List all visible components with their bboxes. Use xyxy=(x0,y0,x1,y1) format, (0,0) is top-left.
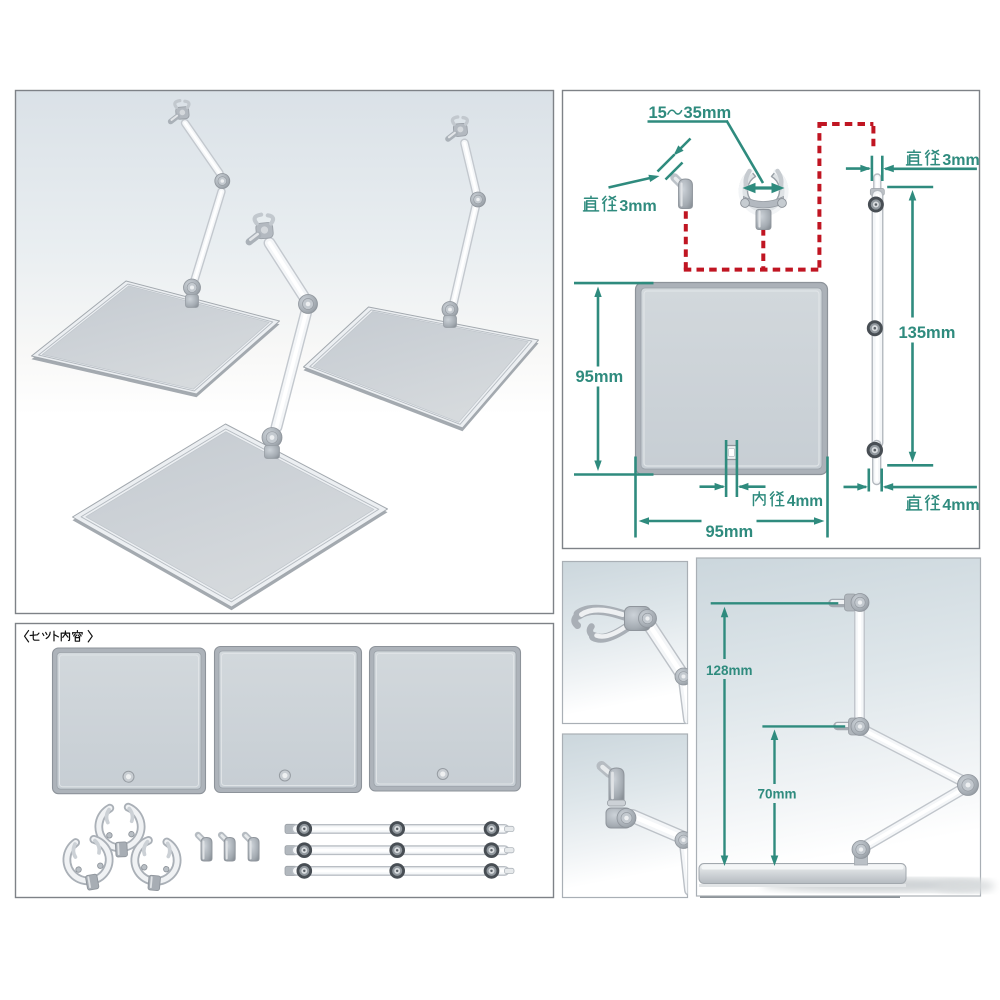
svg-text:15: 15 xyxy=(649,104,667,122)
svg-text:95mm: 95mm xyxy=(706,523,754,541)
svg-text:135mm: 135mm xyxy=(899,324,956,342)
svg-text:4mm: 4mm xyxy=(787,493,823,510)
svg-text:70mm: 70mm xyxy=(758,787,797,802)
svg-text:35mm: 35mm xyxy=(684,104,732,122)
svg-text:4mm: 4mm xyxy=(942,497,979,514)
svg-text:128mm: 128mm xyxy=(706,663,753,678)
svg-text:3mm: 3mm xyxy=(942,152,979,169)
svg-text:95mm: 95mm xyxy=(576,368,624,386)
svg-text:3mm: 3mm xyxy=(619,198,656,215)
